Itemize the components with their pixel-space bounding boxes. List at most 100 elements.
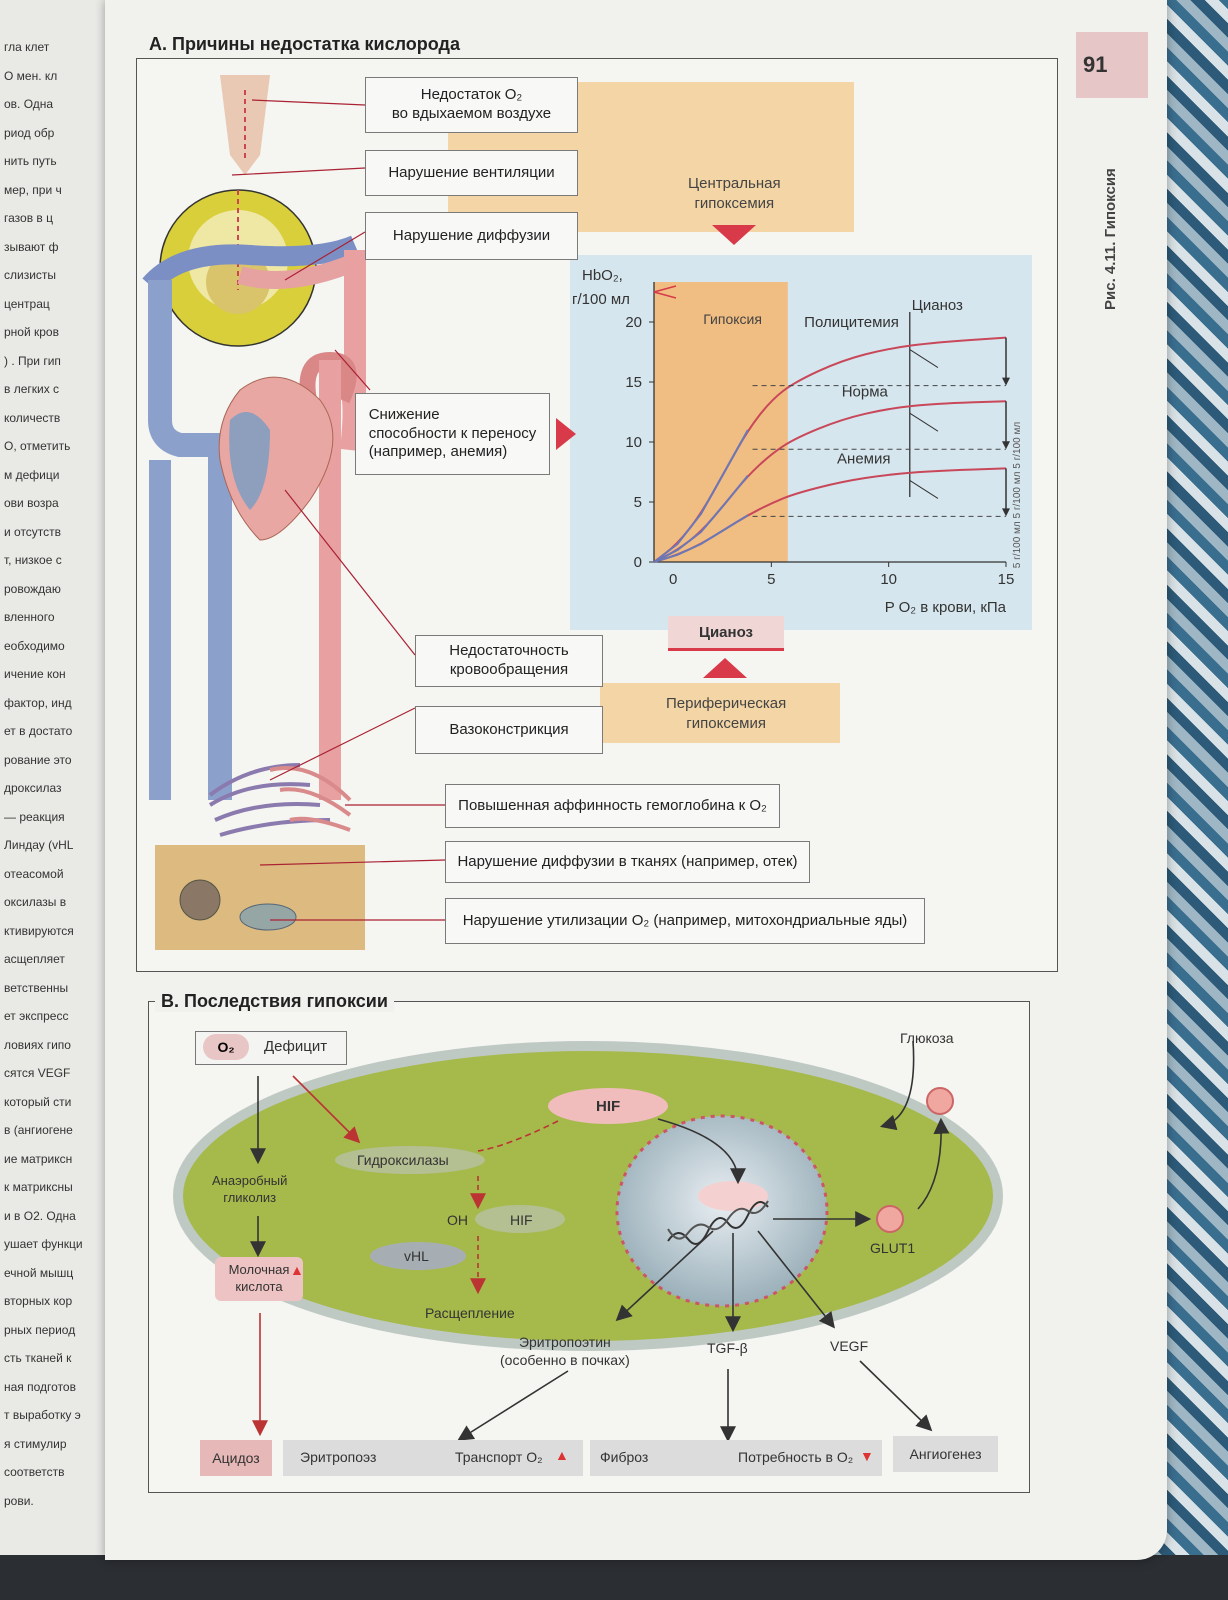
cyanosis-pointer xyxy=(909,349,939,369)
peripheral-hypoxemia-band xyxy=(600,683,840,743)
transport-label: Транспорт O₂ xyxy=(455,1449,543,1465)
tgf-beta-label: TGF-β xyxy=(707,1340,748,1356)
hypoxia-region xyxy=(654,282,788,562)
y-tick-label: 20 xyxy=(625,314,642,331)
x-tick-label: 10 xyxy=(880,571,897,588)
left-page-line: ловиях гипо xyxy=(4,1037,71,1052)
arrow-up-icon: ▲ xyxy=(555,1447,569,1463)
left-page-line: ичение кон xyxy=(4,667,66,681)
x-tick-label: 5 xyxy=(767,571,775,588)
left-page-line: рной кров xyxy=(4,325,59,339)
left-page-line: вленного xyxy=(4,610,55,624)
left-page-line: О, отметить xyxy=(4,439,71,453)
left-page-line: О мен. кл xyxy=(4,68,58,83)
y-tick-label: 5 xyxy=(634,494,642,511)
arrow-up-icon: ▲ xyxy=(290,1262,304,1278)
x-tick-label: 15 xyxy=(998,571,1015,588)
left-page-line: ет в достато xyxy=(4,724,73,738)
left-page-line: ная подготов xyxy=(4,1379,76,1394)
left-page-line: гла клет xyxy=(4,40,50,54)
hydroxylases-label: Гидроксилазы xyxy=(357,1152,449,1168)
left-page-line: риод обр xyxy=(4,125,55,140)
vegf-label: VEGF xyxy=(830,1338,869,1354)
right-annotation: 5 г/100 мл 5 г/100 мл 5 г/100 мл xyxy=(1012,422,1023,569)
series-label: Полицитемия xyxy=(804,314,899,331)
left-page-line: зывают ф xyxy=(4,239,59,254)
acidosis-cell: Ацидоз xyxy=(200,1440,272,1476)
cleavage-label: Расщепление xyxy=(425,1305,515,1321)
erythropoiesis-row xyxy=(283,1440,583,1476)
drop-arrow-head-icon xyxy=(1002,508,1010,517)
box-utilization: Нарушение утилизации O₂ (например, митох… xyxy=(445,898,925,944)
section-a-title: А. Причины недостатка кислорода xyxy=(143,34,466,55)
glut1-icon xyxy=(876,1205,904,1233)
vhl-label: vHL xyxy=(404,1248,429,1264)
left-page-line: в (ангиогене xyxy=(4,1123,73,1137)
box-affinity: Повышенная аффинность гемоглобина к O₂ xyxy=(445,784,780,828)
left-page-line: рование это xyxy=(4,752,72,767)
left-page-line: рных период xyxy=(4,1322,76,1337)
left-page-line: ет экспресс xyxy=(4,1009,69,1023)
oh-label: OH xyxy=(447,1212,468,1228)
left-page-line: вторных кор xyxy=(4,1294,73,1308)
left-page-line: я стимулир xyxy=(4,1436,67,1451)
angiogenesis-cell: Ангиогенез xyxy=(893,1436,998,1472)
left-page-line: еобходимо xyxy=(4,638,65,653)
drop-arrow-head-icon xyxy=(1002,441,1010,450)
page-number: 91 xyxy=(1083,52,1108,77)
box-tissue-diffusion: Нарушение диффузии в тканях (например, о… xyxy=(445,841,810,883)
left-page-line: дроксилаз xyxy=(4,781,62,795)
arrow-right-icon xyxy=(556,418,576,450)
left-page-line: количеств xyxy=(4,410,61,425)
left-page-line: в легких с xyxy=(4,382,60,396)
left-page-line: оксилазы в xyxy=(4,895,67,909)
y-axis-unit: г/100 мл xyxy=(572,291,630,308)
series-line-venous xyxy=(653,429,749,563)
left-page-line: сятся VEGF xyxy=(4,1066,71,1080)
left-page-line: нить путь xyxy=(4,154,57,168)
left-page-line: мер, при ч xyxy=(4,182,62,197)
arrow-down-icon xyxy=(712,225,756,245)
cyanosis-pointer xyxy=(909,479,939,499)
y-axis-label: HbO₂, xyxy=(582,267,623,284)
fibrosis-label: Фиброз xyxy=(600,1449,649,1465)
left-page-line: ветственны xyxy=(4,980,69,995)
glucose-transporter-icon xyxy=(926,1087,954,1115)
box-diffusion: Нарушение диффузии xyxy=(365,212,578,260)
figure-caption: Рис. 4.11. Гипоксия xyxy=(1102,168,1119,310)
left-page-line: слизисты xyxy=(4,268,57,282)
left-page-line: ) . При гип xyxy=(4,353,61,368)
mitochondrion-icon xyxy=(239,903,297,931)
oxygen-demand-label: Потребность в O₂ xyxy=(738,1449,854,1465)
section-b-title: В. Последствия гипоксии xyxy=(155,991,394,1012)
series-line-venous xyxy=(653,514,749,563)
hif2-label: HIF xyxy=(510,1212,533,1228)
o2-pill: O₂ xyxy=(203,1034,249,1060)
left-page-line: отеасомой xyxy=(4,866,64,881)
left-page-line: и в О2. Одна xyxy=(4,1208,76,1223)
nucleus-icon xyxy=(615,1114,829,1308)
x-tick-zero: 0 xyxy=(669,571,677,588)
left-page-line: ктивируются xyxy=(4,923,74,938)
y-tick-label: 10 xyxy=(625,434,642,451)
left-page-line: Линдау (vHL xyxy=(4,838,74,852)
erythropoiesis-label: Эритропоэз xyxy=(300,1449,377,1465)
y-tick-label: 15 xyxy=(625,374,642,391)
left-page-line: м дефици xyxy=(4,467,60,482)
y-tick-label: 0 xyxy=(634,554,642,571)
left-page-line: ие матриксн xyxy=(4,1151,73,1166)
left-page-line: т, низкое с xyxy=(4,553,62,567)
left-page-line: ов. Одна xyxy=(4,97,54,111)
left-page-line: ечной мышц xyxy=(4,1265,74,1280)
left-page-line: центрац xyxy=(4,296,50,311)
glucose-label: Глюкоза xyxy=(900,1030,954,1046)
box-ventilation: Нарушение вентиляции xyxy=(365,150,578,196)
arrow-up-icon xyxy=(703,658,747,678)
left-page-line: ушает функци xyxy=(4,1237,83,1251)
background-bottom xyxy=(0,1555,1228,1600)
